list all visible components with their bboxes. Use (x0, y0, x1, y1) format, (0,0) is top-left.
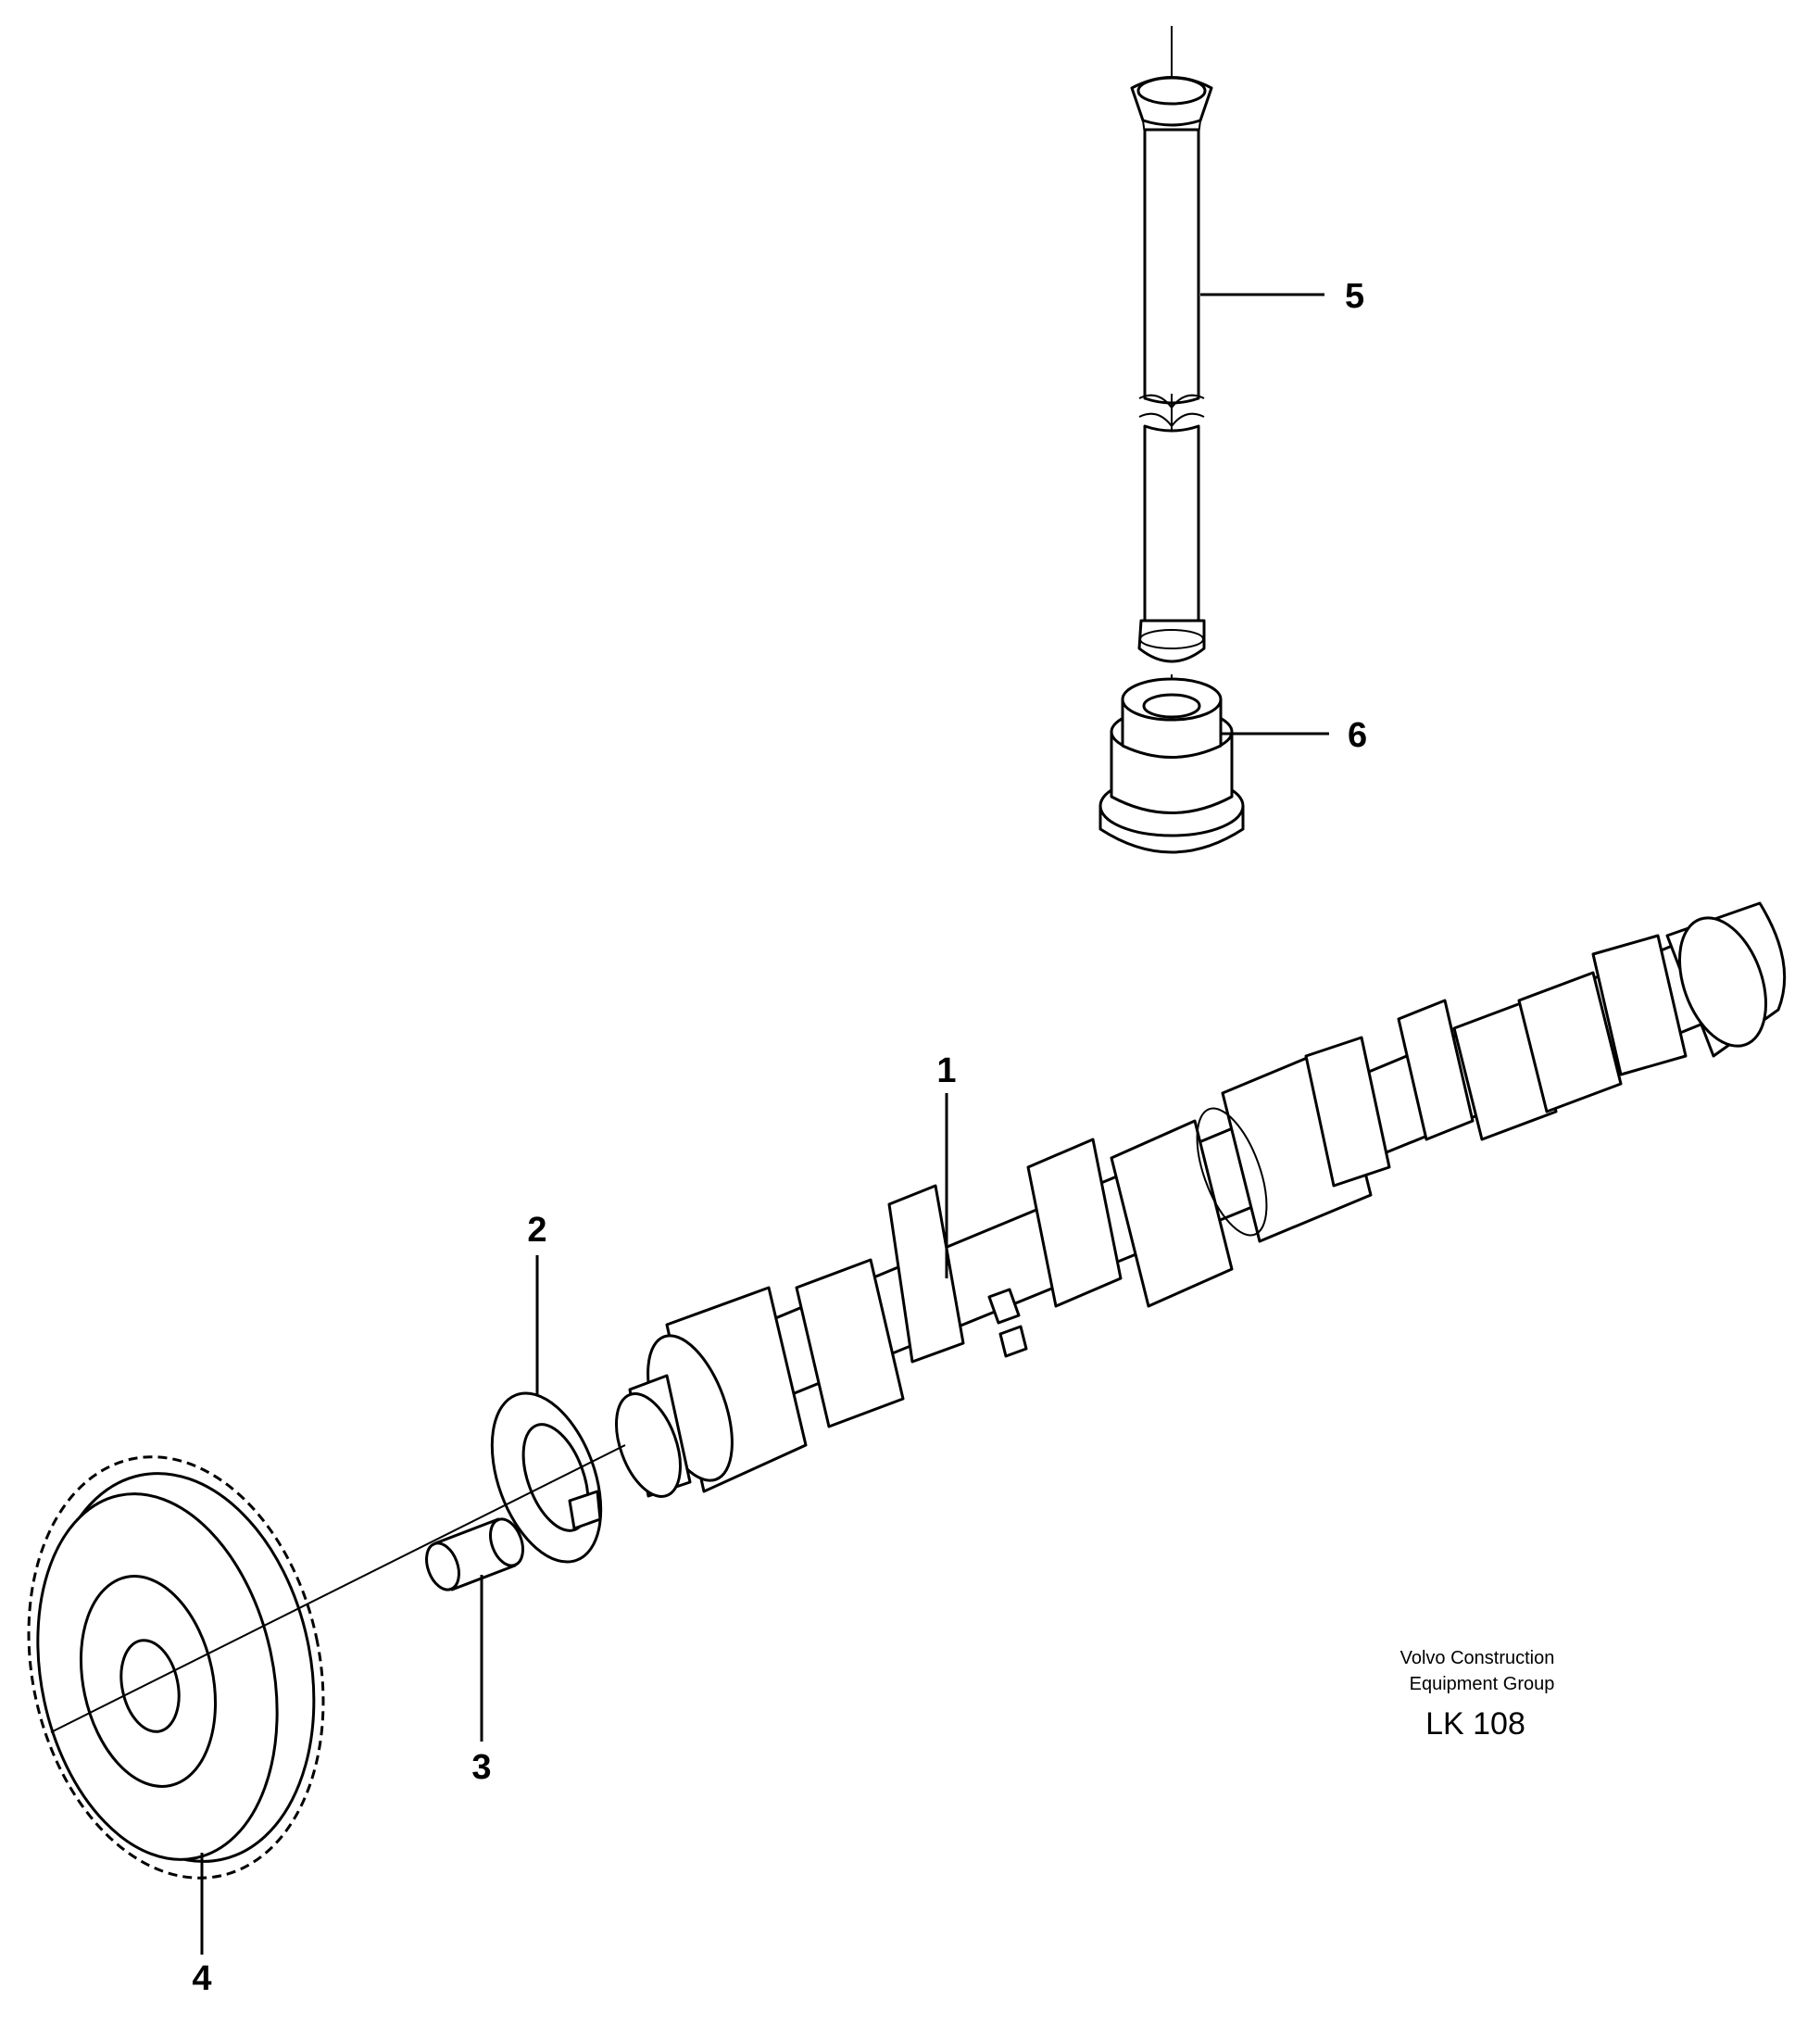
publisher-line-2: Equipment Group (1410, 1674, 1555, 1694)
reference-code: LK 108 (1425, 1706, 1525, 1742)
callout-2: 2 (527, 1211, 546, 1250)
callout-6: 6 (1348, 716, 1367, 755)
callout-1: 1 (936, 1051, 956, 1090)
assembly-axis-line (50, 1444, 626, 1733)
callout-3: 3 (471, 1748, 491, 1787)
push-rod-drawing (1130, 26, 1213, 704)
camshaft-drawing (615, 901, 1787, 1498)
publisher-line-1: Volvo Construction (1400, 1648, 1555, 1668)
callout-4: 4 (192, 1959, 211, 1998)
tappet-drawing (1098, 677, 1245, 854)
thrust-washer-drawing (490, 1391, 603, 1564)
callout-5: 5 (1345, 277, 1364, 316)
dowel-pin-drawing (425, 1517, 524, 1591)
camshaft-gear-drawing (27, 1455, 325, 1880)
